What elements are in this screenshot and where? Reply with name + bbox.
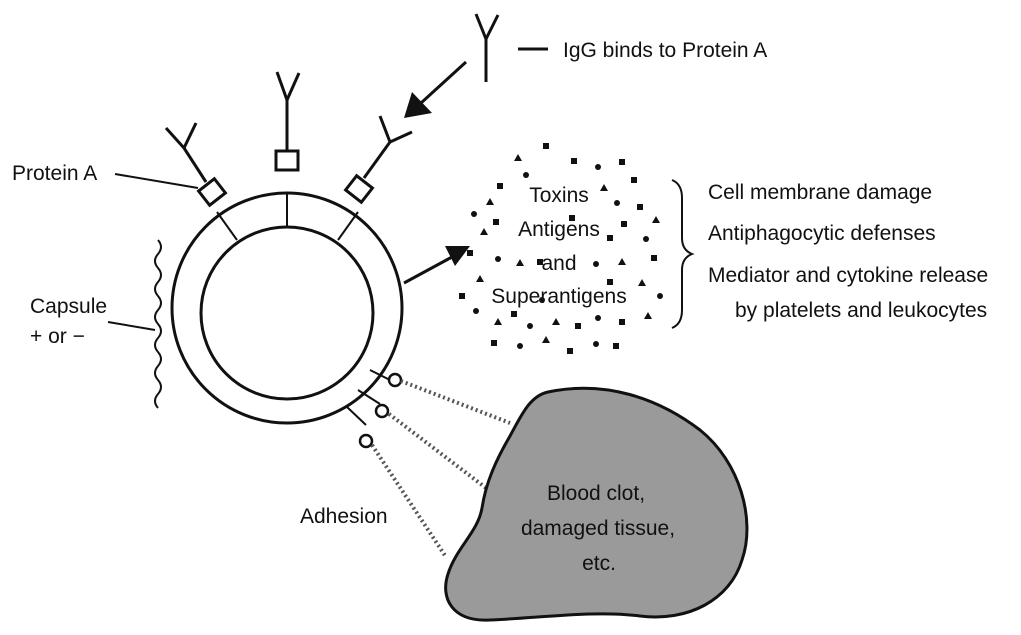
adhesin-icon xyxy=(376,405,388,417)
particle-square xyxy=(493,219,499,225)
capsule-wavy-line xyxy=(155,240,161,408)
adhesin-icon xyxy=(389,374,401,386)
cell-inner-wall xyxy=(201,227,373,399)
arrow-icon xyxy=(404,246,470,283)
particle-triangle xyxy=(552,318,560,325)
particle-square xyxy=(637,204,643,210)
particle-dot xyxy=(473,308,479,314)
particle-square xyxy=(467,250,473,256)
particle-square xyxy=(497,183,503,189)
adhesins xyxy=(360,374,401,447)
adhesin-icon xyxy=(360,435,372,447)
particle-triangle xyxy=(618,258,626,265)
secreted-line-toxins: Toxins xyxy=(529,184,589,207)
particle-square xyxy=(511,311,517,317)
protein-a-block-icon xyxy=(346,176,373,202)
clot-line: Blood clot, xyxy=(547,482,645,505)
bacterial-cell xyxy=(172,193,402,425)
particle-square xyxy=(651,255,657,261)
antibody-icon xyxy=(364,116,412,178)
particle-square xyxy=(567,348,573,354)
protein-a-block-icon xyxy=(276,151,298,170)
protein-a-blocks xyxy=(199,151,373,205)
particle-triangle xyxy=(644,312,652,319)
particle-triangle xyxy=(600,184,608,191)
capsule-label-line1: Capsule xyxy=(30,295,107,318)
particle-triangle xyxy=(480,228,488,235)
effect-item: Cell membrane damage xyxy=(708,181,932,204)
particle-square xyxy=(543,143,549,149)
secreted-line-and: and xyxy=(541,252,576,275)
particle-square xyxy=(619,159,625,165)
particle-square xyxy=(619,319,625,325)
capsule-label-line2: + or − xyxy=(30,325,85,348)
particle-square xyxy=(491,340,497,346)
particle-square xyxy=(459,293,465,299)
effect-item: Antiphagocytic defenses xyxy=(708,222,936,245)
secreted-products-text: Toxins Antigens and Superantigens xyxy=(491,184,626,308)
particle-dot xyxy=(593,261,599,267)
clot-line: damaged tissue, xyxy=(521,517,675,540)
particle-square xyxy=(631,177,637,183)
wall-separator xyxy=(217,212,237,240)
capsule-leader xyxy=(108,322,155,330)
particle-triangle xyxy=(638,279,646,286)
particle-triangle xyxy=(486,198,494,205)
particle-square xyxy=(621,221,627,227)
antibody-icon xyxy=(166,123,206,182)
particle-triangle xyxy=(516,259,524,266)
antibody-icon xyxy=(476,14,498,82)
particle-dot xyxy=(495,256,501,262)
secreted-line-superantigens: Superantigens xyxy=(491,285,626,308)
brace-icon xyxy=(672,180,692,328)
igg-legend: IgG binds to Protein A xyxy=(476,14,767,82)
particle-dot xyxy=(643,236,649,242)
particle-triangle xyxy=(542,336,550,343)
clot-line: etc. xyxy=(582,552,616,575)
particle-dot xyxy=(614,200,620,206)
particle-dot xyxy=(657,293,663,299)
effect-item: by platelets and leukocytes xyxy=(735,299,987,322)
arrow-icon xyxy=(404,62,466,118)
particle-dot xyxy=(527,323,533,329)
wall-separator xyxy=(347,407,366,425)
effects-list: Cell membrane damage Antiphagocytic defe… xyxy=(708,181,988,322)
effect-item: Mediator and cytokine release xyxy=(708,264,988,287)
particle-dot xyxy=(523,172,529,178)
protein-a-label: Protein A xyxy=(12,162,97,185)
particle-triangle xyxy=(652,216,660,223)
particle-square xyxy=(575,323,581,329)
igg-label: IgG binds to Protein A xyxy=(563,39,767,62)
secreted-products-cloud xyxy=(459,143,663,354)
particle-dot xyxy=(595,315,601,321)
particle-triangle xyxy=(494,318,502,325)
particle-dot xyxy=(595,164,601,170)
particle-dot xyxy=(471,211,477,217)
wall-separator xyxy=(338,212,358,240)
particle-dot xyxy=(593,341,599,347)
protein-a-block-icon xyxy=(199,179,226,205)
protein-a-leader xyxy=(115,174,198,188)
particle-triangle xyxy=(514,154,522,161)
particle-square xyxy=(607,235,613,241)
antibody-icon xyxy=(277,72,299,151)
particle-dot xyxy=(517,343,523,349)
particle-triangle xyxy=(476,275,484,282)
particle-square xyxy=(571,158,577,164)
particle-square xyxy=(613,343,619,349)
adhesion-label: Adhesion xyxy=(300,505,388,528)
secreted-line-antigens: Antigens xyxy=(518,218,600,241)
